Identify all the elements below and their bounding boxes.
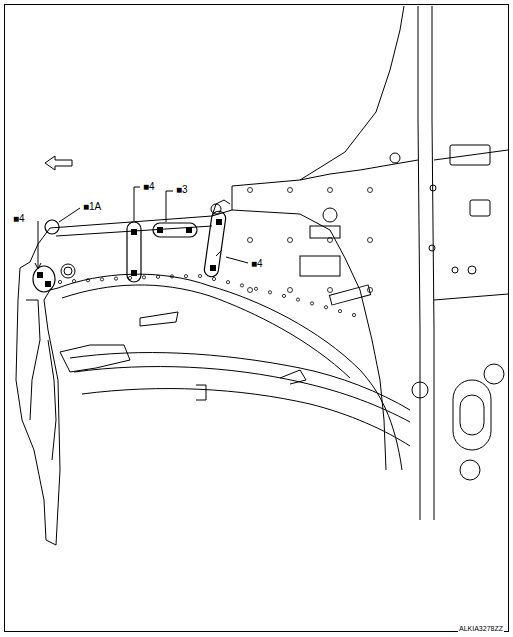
weld-group	[127, 222, 141, 282]
callout-number: ■4	[142, 181, 156, 192]
frame	[5, 5, 509, 632]
callout-number: ■3	[175, 184, 189, 195]
callout-number: ■4	[12, 213, 26, 224]
weld-group	[203, 210, 226, 277]
weld-group	[33, 266, 55, 292]
callout-number: ■1A	[82, 201, 102, 212]
callout-number: ■4	[250, 258, 264, 269]
front-arrow	[45, 156, 72, 170]
weld-group	[45, 220, 59, 234]
weld-group	[153, 223, 197, 237]
figure-code: ALKIA3278ZZ	[458, 625, 504, 633]
